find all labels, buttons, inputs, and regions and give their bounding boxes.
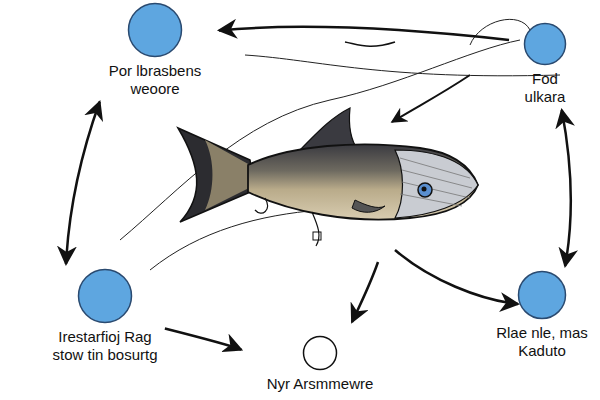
node-circle bbox=[517, 270, 567, 320]
node-label: Por lbrasbens weoore bbox=[95, 62, 215, 98]
leader-line bbox=[150, 210, 320, 270]
circle-node: Irestarfioj Rag stow tin bosurtg bbox=[49, 268, 161, 364]
node-label: Nyr Arsmmewre bbox=[245, 375, 395, 393]
node-label: Fod ulkara bbox=[513, 70, 577, 106]
node-label: Irestarfioj Rag stow tin bosurtg bbox=[49, 328, 161, 364]
node-label: Rlae nle, mas Kaduto bbox=[486, 324, 598, 360]
circle-node: Nyr Arsmmewre bbox=[245, 335, 395, 393]
node-circle bbox=[77, 268, 133, 324]
fish bbox=[178, 108, 478, 246]
circle-node: Fod ulkara bbox=[513, 22, 577, 106]
circle-node: Por lbrasbens weoore bbox=[95, 2, 215, 98]
node-circle bbox=[523, 22, 567, 66]
flow-connector bbox=[219, 27, 509, 40]
node-circle bbox=[127, 2, 183, 58]
circle-node: Rlae nle, mas Kaduto bbox=[486, 270, 598, 360]
flow-arrow bbox=[395, 250, 518, 304]
flow-connector bbox=[66, 102, 100, 264]
flow-arrow bbox=[345, 42, 395, 46]
leader-line bbox=[470, 19, 530, 45]
flow-connector bbox=[165, 329, 241, 350]
flow-arrow bbox=[352, 262, 378, 322]
flow-connector bbox=[562, 110, 571, 266]
leader-line bbox=[245, 55, 560, 76]
node-circle bbox=[302, 335, 338, 371]
flow-arrow bbox=[392, 75, 470, 122]
